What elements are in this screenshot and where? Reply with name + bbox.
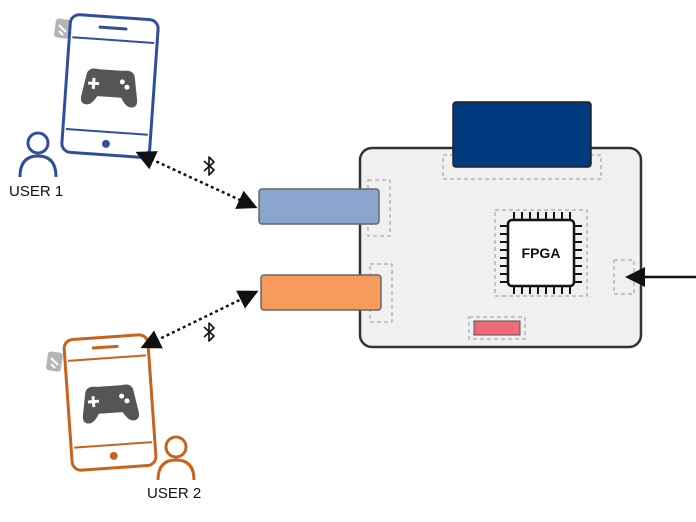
- user-2-avatar-icon: [156, 435, 196, 481]
- receiver-module-2: [260, 274, 382, 311]
- led-slot: [468, 316, 526, 340]
- user-1-label: USER 1: [9, 183, 63, 200]
- gamepad-icon: [80, 68, 138, 108]
- receiver-module-1: [258, 188, 380, 225]
- fpga-board: FPGA: [358, 101, 643, 349]
- fpga-chip-icon: [494, 209, 588, 297]
- app-badge-icon: [46, 351, 63, 372]
- gamepad-icon: [82, 384, 140, 424]
- connector-slot-2: [369, 263, 393, 323]
- user-2-label: USER 2: [147, 485, 201, 502]
- link-user-2: [140, 290, 259, 349]
- user-1-phone: [54, 13, 160, 159]
- fpga-label: FPGA: [522, 245, 561, 261]
- user-1-avatar-icon: [18, 131, 58, 178]
- top-module: [452, 101, 592, 168]
- bluetooth-icon: [203, 322, 215, 342]
- bluetooth-icon: [203, 156, 215, 176]
- link-user-1: [135, 151, 258, 209]
- user-2-phone: [46, 333, 158, 472]
- app-badge-icon: [54, 18, 71, 39]
- led-indicator: [473, 320, 521, 336]
